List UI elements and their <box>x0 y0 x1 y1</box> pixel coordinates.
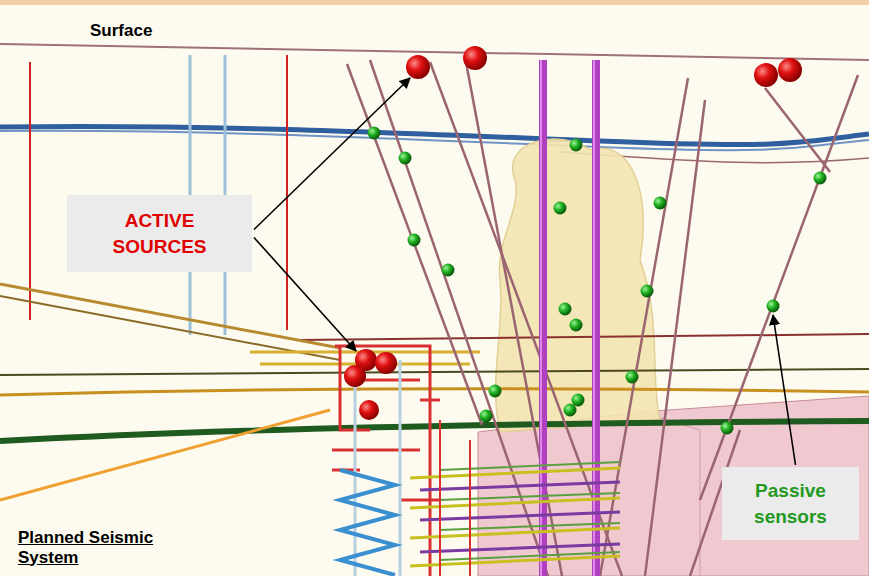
callout-text: ACTIVE SOURCES <box>77 208 242 259</box>
leader-arrow <box>254 238 356 352</box>
surface-label: Surface <box>88 21 154 41</box>
callout-text: Passive sensors <box>732 478 849 529</box>
leader-arrow <box>254 78 410 230</box>
callout-box: ACTIVE SOURCES <box>67 195 252 272</box>
system-title: Planned Seismic System <box>16 528 180 567</box>
leader-arrow <box>773 315 796 465</box>
callout-box: Passive sensors <box>722 467 859 540</box>
